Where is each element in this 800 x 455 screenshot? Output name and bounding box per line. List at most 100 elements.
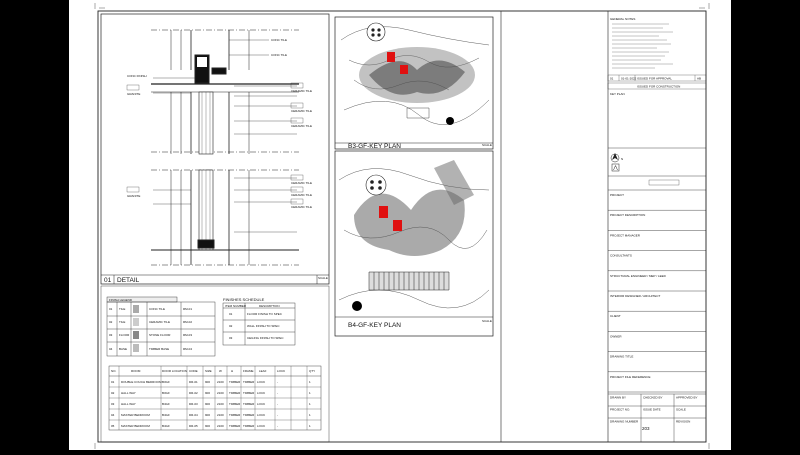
sheet-number: 203 bbox=[642, 426, 650, 431]
cell: 1 bbox=[309, 391, 311, 395]
title-field-label: PROJECT FILE REFERENCE bbox=[610, 375, 650, 379]
title-field-label: INTERIOR DESIGNER / ARCHITECT bbox=[610, 294, 661, 298]
cell: 01 bbox=[229, 312, 233, 316]
detail-number: 01 bbox=[104, 277, 112, 284]
highlight-zone bbox=[400, 65, 408, 74]
schedule-area bbox=[100, 285, 330, 443]
cell: 02 bbox=[229, 324, 233, 328]
cell: LOCK bbox=[257, 402, 265, 406]
column-header: LOCK bbox=[277, 369, 285, 373]
cell: TIMBER bbox=[243, 402, 255, 406]
cell: 02 bbox=[109, 320, 113, 324]
cell: BASE bbox=[119, 347, 127, 351]
cell: 01 bbox=[111, 380, 115, 384]
column-header: NO. bbox=[111, 369, 117, 373]
cell: 2100 bbox=[217, 380, 224, 384]
sheet-border bbox=[97, 10, 707, 443]
column-header: ROOM bbox=[131, 369, 141, 373]
cell: DR-02 bbox=[189, 391, 198, 395]
title-block-cell: ISSUE DATE bbox=[643, 408, 661, 412]
callout-label: CERAMIC TILE bbox=[291, 124, 312, 128]
cell: 2100 bbox=[217, 413, 224, 417]
callout-label: GRANITE bbox=[127, 194, 140, 198]
cell: 900 bbox=[205, 413, 210, 417]
drawing-canvas: 01 DETAIL SCALE bbox=[94, 3, 710, 449]
cell: 900 bbox=[205, 380, 210, 384]
cell: B4GF bbox=[162, 424, 170, 428]
callout-label: CONC TILE bbox=[271, 53, 287, 57]
cell: 900 bbox=[205, 402, 210, 406]
revision-description: ISSUED FOR APPROVAL bbox=[637, 77, 672, 81]
cell: 2100 bbox=[217, 391, 224, 395]
key-plan-title: B3-GF-KEY PLAN bbox=[348, 143, 401, 150]
cell: WALL FINISH TO SPEC bbox=[247, 324, 280, 328]
table-row: 02 TILE CERAMIC TILE RM-02 bbox=[109, 320, 192, 324]
room-schedule-table: NO. ROOM DOOR LOCATION CODE SIZE W H FRA… bbox=[108, 365, 322, 431]
cell: 04 bbox=[109, 347, 113, 351]
callout-label: CERAMIC TILE bbox=[291, 89, 312, 93]
key-plan-b3: B3-GF-KEY PLAN SCALE bbox=[334, 16, 494, 150]
callout-label: CERAMIC TILE bbox=[291, 181, 312, 185]
cell: B4GF bbox=[162, 413, 170, 417]
cell: TIMBER bbox=[243, 391, 255, 395]
north-label: N bbox=[621, 157, 623, 161]
cell: - bbox=[277, 402, 278, 406]
finish-legend-header: FINISH LEGEND bbox=[109, 298, 133, 302]
title-block-cell: CHECKED BY bbox=[643, 396, 663, 400]
revision-no: 01 bbox=[610, 77, 614, 81]
title-block-cell: PROJECT NO. bbox=[610, 408, 630, 412]
key-plan-scale: SCALE bbox=[482, 143, 492, 147]
cell: DR-01 bbox=[189, 380, 198, 384]
north-marker bbox=[446, 117, 454, 125]
finishes-schedule-header: FINISHES SCHEDULE bbox=[223, 297, 265, 302]
cell: - bbox=[277, 391, 278, 395]
north-marker bbox=[352, 301, 362, 311]
cell: FLOOR FINISH TO SPEC bbox=[247, 312, 283, 316]
revision-initials: AB bbox=[697, 77, 701, 81]
notes-text-lines bbox=[612, 23, 673, 69]
column-header: LEAF bbox=[259, 369, 267, 373]
cell: MASTER BEDROOM bbox=[121, 413, 150, 417]
cell: 2100 bbox=[217, 402, 224, 406]
column-header: SIZE bbox=[205, 369, 212, 373]
highlight-zone bbox=[393, 220, 402, 231]
revision-date: 01-01-2022 bbox=[621, 77, 637, 81]
lower-callouts: CERAMIC TILE CERAMIC TILE CERAMIC TILE G… bbox=[126, 174, 312, 209]
detail-title: DETAIL bbox=[117, 277, 140, 284]
upper-leader-lines bbox=[153, 39, 297, 135]
cell: RM-04 bbox=[183, 347, 192, 351]
cell: LOCK bbox=[257, 424, 265, 428]
cell: TIMBER bbox=[243, 380, 255, 384]
cell: - bbox=[277, 413, 278, 417]
cell: 900 bbox=[205, 424, 210, 428]
title-field-label: STRUCTURAL ENGINEER / MEP / LEED bbox=[610, 274, 667, 278]
title-block-cell: APPROVED BY bbox=[676, 396, 698, 400]
crop-marks bbox=[94, 3, 710, 449]
cell: TIMBER bbox=[229, 424, 241, 428]
callout-label: CERAMIC TILE bbox=[291, 193, 312, 197]
callout-label: CERAMIC TILE bbox=[291, 205, 312, 209]
callout-label: GRANITE bbox=[127, 92, 140, 96]
cell: 01 bbox=[109, 307, 113, 311]
cell: HALL WAY bbox=[121, 402, 136, 406]
title-block: GENERAL NOTES 01 01-01-2022 ISSUED FOR A… bbox=[500, 11, 707, 442]
cell: B4GF bbox=[162, 402, 170, 406]
cell: DR-03 bbox=[189, 402, 198, 406]
cell: TIMBER bbox=[229, 380, 241, 384]
detail-panel: 01 DETAIL SCALE bbox=[100, 13, 330, 285]
cell: TIMBER BASE bbox=[149, 347, 169, 351]
cell: LOCK bbox=[257, 391, 265, 395]
finishes-schedule-table: FINISHES SCHEDULE ITEM NUMBER DESCRIPTIO… bbox=[222, 297, 296, 346]
cell: TILE bbox=[119, 307, 125, 311]
finish-legend-table: FINISH LEGEND 01 TILE CONC TILE RM-01 02… bbox=[106, 296, 216, 357]
cell: CERAMIC TILE bbox=[149, 320, 170, 324]
plan-deck bbox=[368, 271, 450, 291]
column-header: CODE bbox=[189, 369, 198, 373]
cell: 1 bbox=[309, 380, 311, 384]
cell: STONE FLOOR bbox=[149, 333, 171, 337]
highlight-zone bbox=[379, 206, 388, 218]
plan-building bbox=[354, 189, 465, 256]
